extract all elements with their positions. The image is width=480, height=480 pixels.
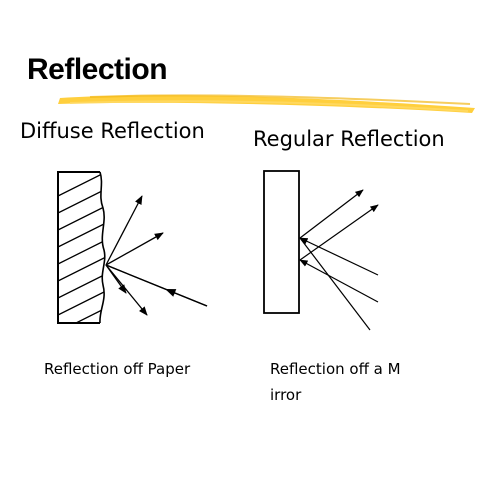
slide-title: Reflection	[27, 53, 168, 86]
diffuse-reflection-heading: Diffuse Reflection	[20, 119, 205, 143]
regular-reflection-heading: Regular Reflection	[253, 127, 445, 151]
paper-surface	[57, 171, 106, 324]
reflected-ray	[299, 204, 379, 261]
mirror	[263, 170, 300, 314]
regular-caption: Reflection off a M irror	[270, 360, 401, 404]
diffuse-caption: Reflection off Paper	[44, 360, 191, 378]
reflected-ray	[299, 189, 364, 239]
regular-rays	[299, 189, 379, 331]
scattered-ray	[105, 195, 143, 266]
diffuse-rays	[105, 195, 208, 316]
incident-ray	[299, 259, 379, 303]
scattered-ray	[105, 232, 164, 266]
ray	[299, 237, 371, 331]
scattered-ray	[105, 264, 127, 294]
incident-ray	[299, 237, 379, 276]
